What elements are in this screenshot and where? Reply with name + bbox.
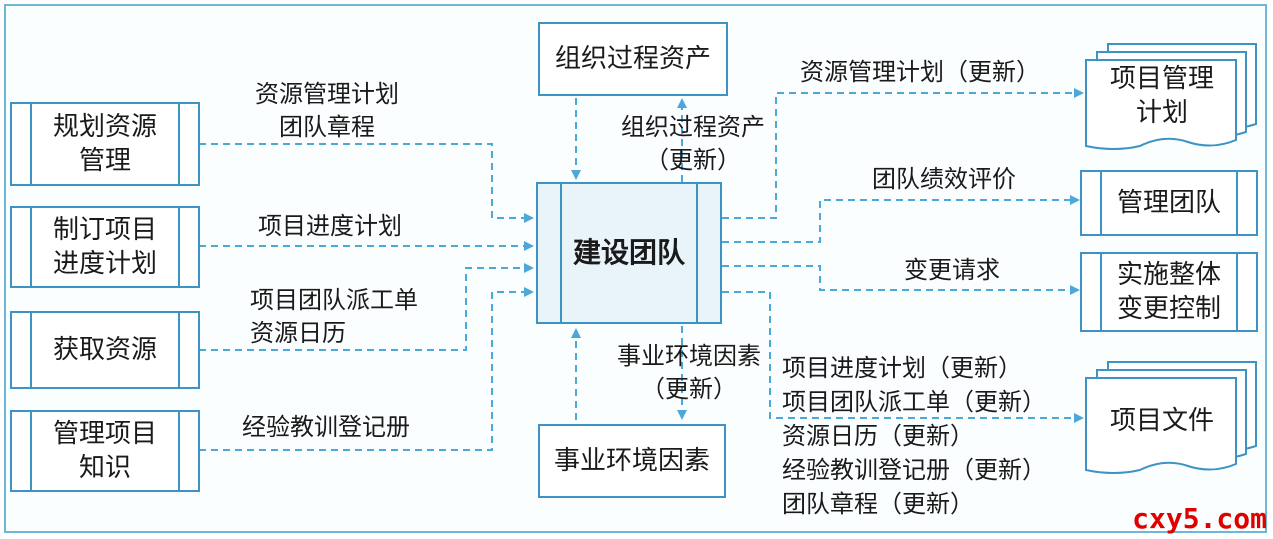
develop-team-box: 建设团队 xyxy=(536,182,722,324)
flow-label-schedule: 项目进度计划 xyxy=(258,212,402,240)
flow-label-eef-update: 事业环境因素 （更新） xyxy=(617,342,761,403)
plan-resource-label: 规划资源 管理 xyxy=(52,112,157,176)
pm-plan-doc-shape xyxy=(1085,43,1257,150)
project-docs-doc-shape xyxy=(1085,361,1257,474)
change-control-label: 实施整体 变更控制 xyxy=(1116,260,1221,324)
arrow-center-to-change-control xyxy=(722,265,1080,295)
flow-label-opa-update: 组织过程资产 （更新） xyxy=(621,113,765,174)
arrow-acquire-to-center xyxy=(199,263,534,351)
flow-label-plan-resource: 资源管理计划 团队章程 xyxy=(255,80,399,141)
project-docs-label: 项目文件 xyxy=(1109,406,1214,436)
arrow-center-to-project-docs xyxy=(722,291,1084,423)
arrow-center-to-manage-team xyxy=(722,195,1080,243)
manage-team-label: 管理团队 xyxy=(1116,188,1221,218)
pm-plan-label: 项目管理 计划 xyxy=(1109,64,1214,128)
arrow-knowledge-to-center xyxy=(199,287,534,451)
eef-box: 事业环境因素 xyxy=(538,424,726,498)
develop-team-label: 建设团队 xyxy=(572,236,685,269)
plan-resource-box: 规划资源 管理 xyxy=(10,102,200,186)
arrow-plan-resource-to-center xyxy=(199,143,534,223)
knowledge-label: 管理项目 知识 xyxy=(52,419,157,483)
flow-label-change-request: 变更请求 xyxy=(904,256,1000,284)
flow-label-resource-plan-update: 资源管理计划（更新） xyxy=(800,58,1040,86)
schedule-label: 制订项目 进度计划 xyxy=(52,215,157,279)
knowledge-box: 管理项目 知识 xyxy=(10,410,200,492)
manage-team-box: 管理团队 xyxy=(1080,170,1258,236)
acquire-resource-box: 获取资源 xyxy=(10,311,200,389)
flow-label-knowledge: 经验教训登记册 xyxy=(242,413,410,441)
opa-label: 组织过程资产 xyxy=(554,44,711,74)
flow-label-doc-updates: 项目进度计划（更新） 项目团队派工单（更新） 资源日历（更新） 经验教训登记册（… xyxy=(782,354,1046,518)
schedule-box: 制订项目 进度计划 xyxy=(10,206,200,288)
change-control-box: 实施整体 变更控制 xyxy=(1080,252,1258,332)
acquire-resource-label: 获取资源 xyxy=(52,335,157,365)
flow-label-acquire: 项目团队派工单 资源日历 xyxy=(250,286,418,347)
watermark: cxy5.com xyxy=(1132,502,1267,535)
opa-box: 组织过程资产 xyxy=(538,22,728,96)
flow-label-team-performance: 团队绩效评价 xyxy=(872,165,1016,193)
eef-label: 事业环境因素 xyxy=(553,446,710,476)
arrow-center-to-pm-plan xyxy=(722,88,1084,219)
